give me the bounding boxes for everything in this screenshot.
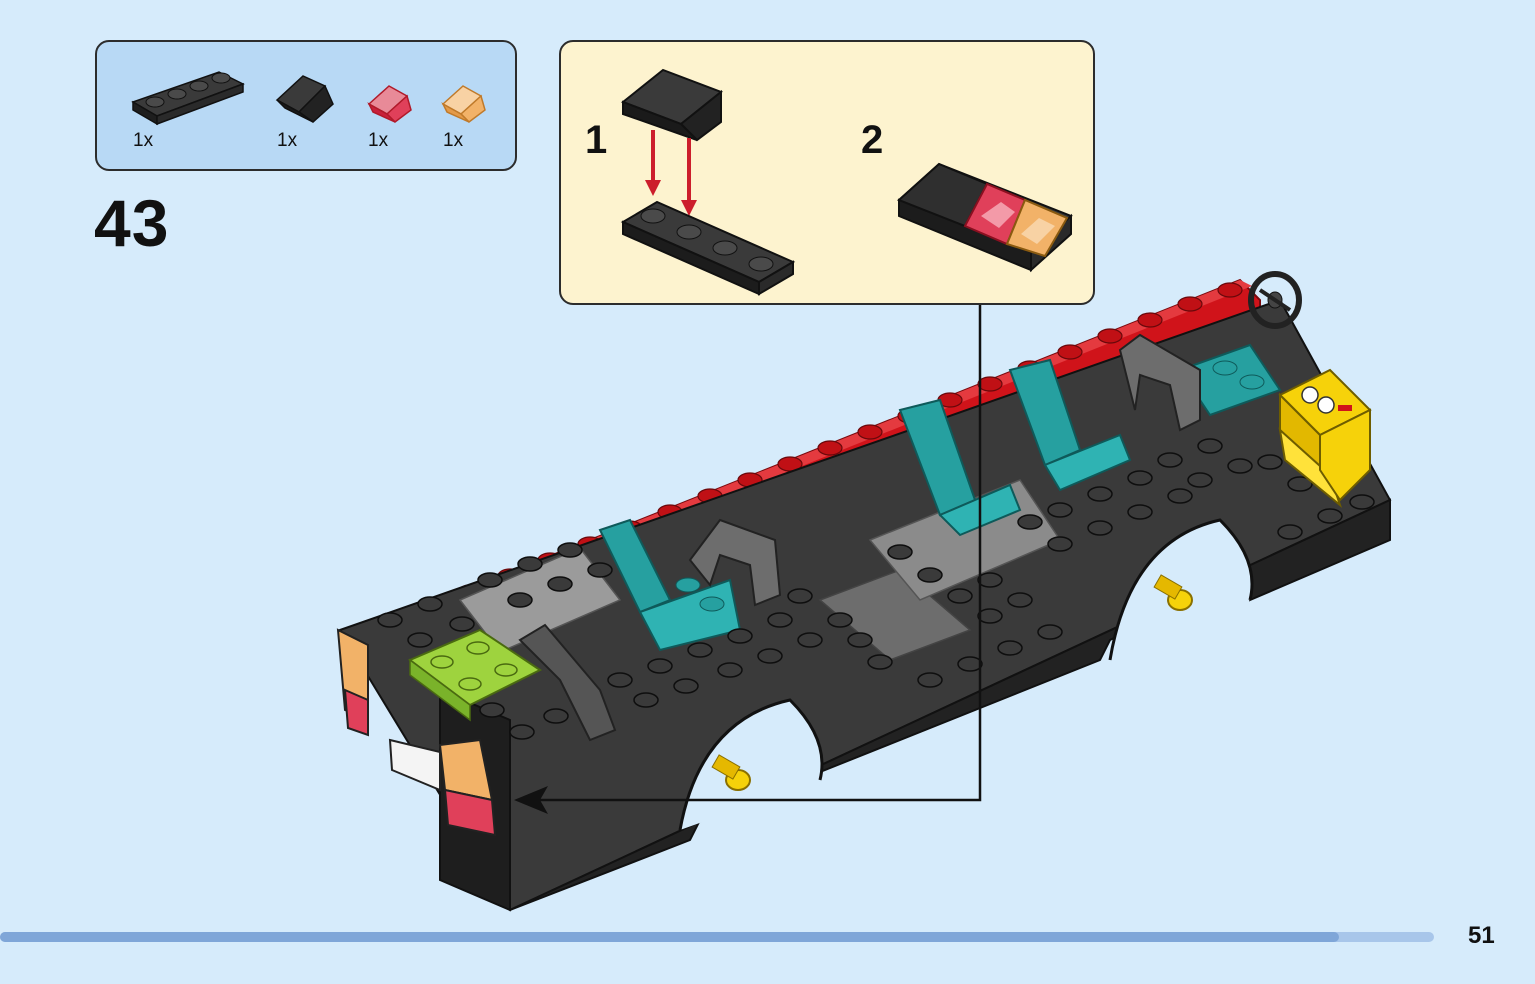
substep-2-illustration — [897, 162, 1073, 273]
progress-bar — [0, 932, 1434, 942]
substep-1-illustration — [620, 68, 796, 296]
callout-line — [520, 305, 982, 802]
page-number: 51 — [1468, 922, 1495, 949]
part-quantity: 1x — [277, 130, 298, 151]
part-quantity: 1x — [368, 130, 389, 151]
step-number: 43 — [94, 186, 170, 260]
yellow-axle-pins — [711, 574, 1193, 791]
steering-wheel-icon — [1248, 271, 1302, 329]
part-quantity: 1x — [443, 130, 464, 151]
trans-orange-slope-icon — [441, 85, 486, 123]
black-studs — [377, 438, 1375, 740]
parts-list-box: 1x 1x 1x 1x — [95, 40, 517, 171]
substep-number: 2 — [861, 118, 884, 162]
subassembly-box: 1 2 — [559, 40, 1095, 305]
substep-number: 1 — [585, 118, 608, 162]
rear-taillights — [336, 628, 497, 837]
black-plate-1x4-icon — [131, 71, 245, 126]
trans-red-slope-icon — [367, 85, 412, 123]
yellow-dashboard — [1278, 368, 1372, 508]
black-slope-icon — [275, 75, 334, 123]
progress-fill — [0, 932, 1340, 942]
part-quantity: 1x — [133, 130, 154, 151]
callout-arrow-icon — [514, 786, 548, 814]
